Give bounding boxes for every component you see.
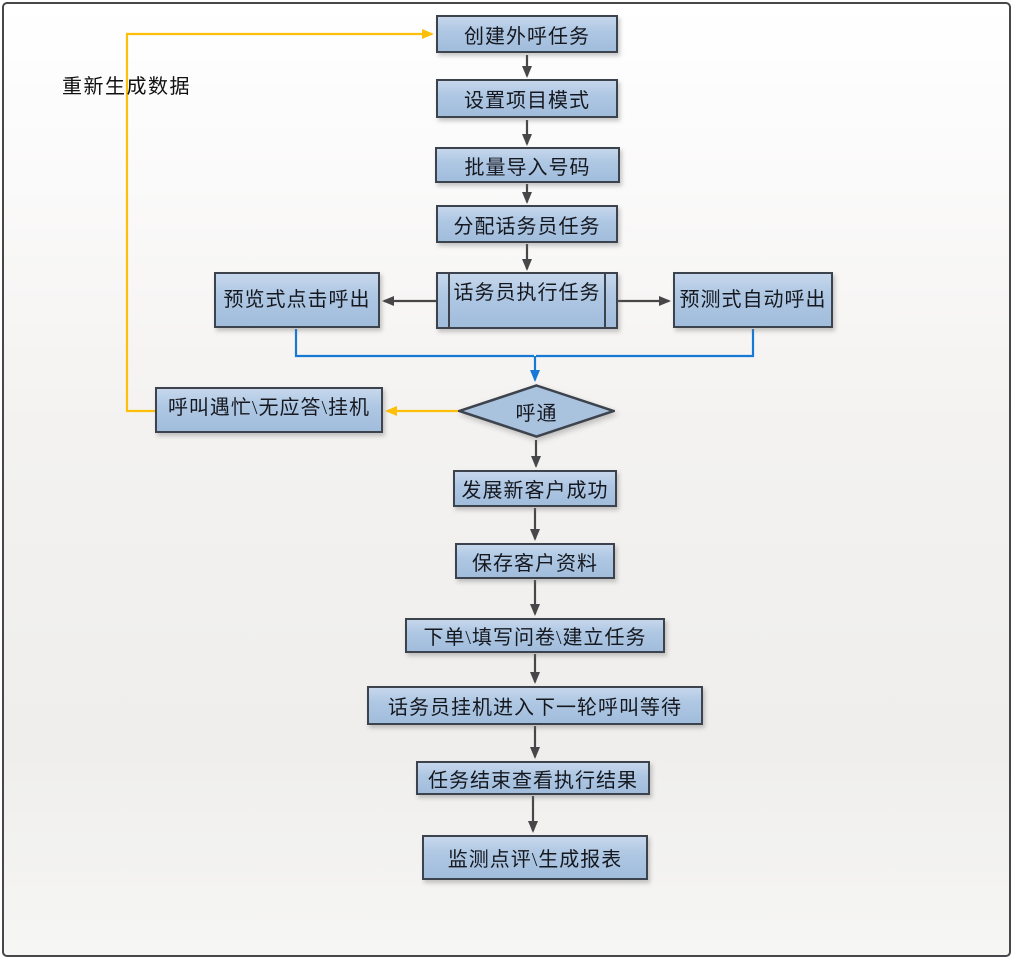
flow-node-order-questionnaire-task: 下单\填写问卷\建立任务 [405,618,665,653]
flow-node-preview-click-dial: 预览式点击呼出 [214,272,380,328]
flow-node-new-customer-success: 发展新客户成功 [453,470,617,507]
edge-busy-to-create [125,29,434,413]
flow-node-label: 话务员执行任务 [453,282,601,304]
flow-node-set-project-mode: 设置项目模式 [436,79,618,118]
predefined-bar-right [604,274,606,327]
flow-node-agent-hangup-next-round: 话务员挂机进入下一轮呼叫等待 [367,686,703,725]
flow-node-label: 呼叫遇忙\无应答\挂机 [167,397,371,419]
flow-node-label: 监测点评\生成报表 [447,849,623,871]
flow-node-label: 创建外呼任务 [464,25,590,48]
flow-node-label: 呼通 [515,402,558,425]
flow-node-batch-import-numbers: 批量导入号码 [435,147,620,183]
edge-preview-merge [294,329,534,358]
flow-node-label: 设置项目模式 [464,90,590,112]
flow-node-agent-execute-tasks: 话务员执行任务 [436,272,618,329]
flow-node-save-customer-data: 保存客户资料 [455,543,615,579]
flow-node-label: 任务结束查看执行结果 [428,769,638,792]
diamond-shape [458,384,615,438]
flow-node-label: 下单\填写问卷\建立任务 [423,627,647,649]
flow-node-monitor-review-reports: 监测点评\生成报表 [422,835,648,880]
flow-node-label: 保存客户资料 [472,552,598,575]
flow-node-assign-agent-tasks: 分配话务员任务 [436,205,618,243]
predefined-bar-left [448,274,450,327]
edge-predictive-merge [536,329,755,358]
flow-node-call-connected: 呼通 [458,384,615,438]
flow-node-create-outbound-task: 创建外呼任务 [436,15,618,53]
flow-node-predictive-auto-dial: 预测式自动呼出 [673,272,833,328]
flow-node-label: 预测式自动呼出 [679,289,827,311]
flow-node-call-busy-noanswer-hangup: 呼叫遇忙\无应答\挂机 [155,387,383,433]
flow-node-label: 分配话务员任务 [453,215,601,238]
flow-node-label: 预览式点击呼出 [223,289,371,311]
flow-node-label: 批量导入号码 [464,156,591,179]
flow-node-label: 发展新客户成功 [461,480,609,502]
regenerate-data-label: 重新生成数据 [62,76,191,98]
flow-node-label: 话务员挂机进入下一轮呼叫等待 [388,697,682,719]
flow-node-task-end-view-results: 任务结束查看执行结果 [416,761,650,795]
